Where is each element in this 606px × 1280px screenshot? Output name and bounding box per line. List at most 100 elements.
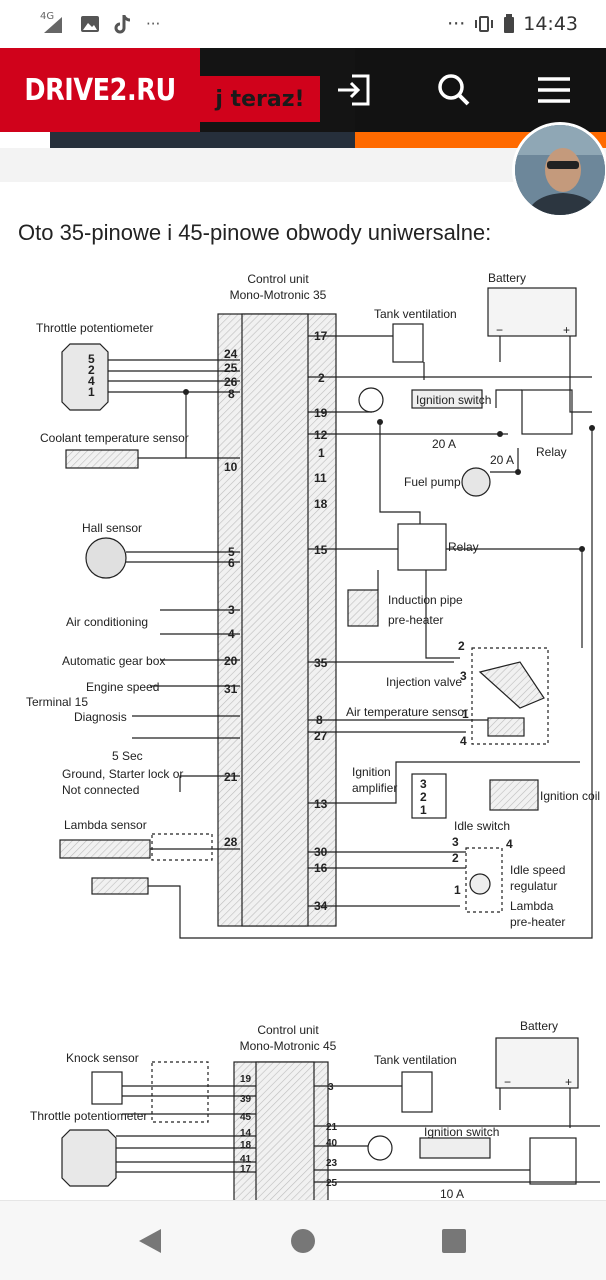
label-fuse-2: 20 A [490,453,514,467]
right-pin: 2 [318,371,325,385]
label-hall: Hall sensor [82,521,142,535]
post-intro-text: Oto 35-pinowe i 45-pinowe obwody uniwers… [18,220,492,245]
label-ignition-coil: Ignition coil [540,789,600,803]
battery-icon [504,14,515,33]
signal-icon: 4G [36,11,66,35]
more-status-icon: ··· [447,13,466,35]
label-autobox: Automatic gear box [62,654,165,668]
login-icon[interactable] [330,66,378,114]
left-pin: 24 [224,347,238,361]
left-pin: 28 [224,835,238,849]
label-idle-speed-1: Idle speed [510,863,565,877]
back-icon[interactable] [130,1223,170,1259]
battery2-plus: + [565,1075,572,1089]
label-throttle: Throttle potentiometer [36,321,153,335]
cu2-model: Mono-Motronic 45 [240,1039,337,1053]
cu-title: Control unit [247,272,309,286]
home-icon[interactable] [283,1223,323,1259]
left-pin: 26 [224,375,238,389]
right-pin: 19 [314,406,328,420]
label-ignition-switch: Ignition switch [416,393,491,407]
label-induction-1: Induction pipe [388,593,463,607]
tiktok-icon [114,15,131,34]
label-fuse-3: 10 A [440,1187,464,1200]
image-icon [81,16,99,32]
throttle-pin: 2 [88,363,95,377]
battery2-minus: − [504,1075,511,1089]
label-engine-speed: Engine speed [86,680,159,694]
right-pin-2: 23 [326,1158,338,1169]
right-pin-2: 21 [326,1122,338,1133]
left-pin-2: 18 [240,1140,252,1151]
right-pin: 34 [314,899,328,913]
battery-plus: + [563,323,570,337]
label-battery-2: Battery [520,1019,558,1033]
more-notifications-icon: ··· [146,15,161,33]
label-not-connected: Not connected [62,783,139,797]
right-pin-2: 40 [326,1138,338,1149]
label-relay-2: Relay [448,540,479,554]
label-throttle-2: Throttle potentiometer [30,1109,147,1123]
menu-icon[interactable] [530,66,578,114]
left-pin-2: 14 [240,1128,252,1139]
user-avatar[interactable] [512,122,606,218]
search-icon[interactable] [430,66,478,114]
label-fuel-pump: Fuel pump [404,475,461,489]
wiring-diagram-mono-motronic-35[interactable]: Control unit Mono-Motronic 35 Throttle p… [0,262,606,952]
wiring-diagram-mono-motronic-45[interactable]: Control unit Mono-Motronic 45 Knock sens… [0,1010,606,1200]
right-pin-2: 25 [326,1178,338,1189]
right-pin: 13 [314,797,328,811]
right-pin: 35 [314,656,328,670]
label-idle-switch: Idle switch [454,819,510,833]
amp-pin: 2 [420,790,427,804]
label-ign-amp-1: Ignition [352,765,391,779]
left-pin: 3 [228,603,235,617]
inj-pin: 4 [460,734,467,748]
label-ign-amp-2: amplifier [352,781,397,795]
right-pin: 12 [314,428,328,442]
label-air-temp: Air temperature sensor [346,705,468,719]
idle-pin: 4 [506,837,513,851]
ad-banner-cta[interactable]: j teraz! [200,76,320,122]
left-pin: 21 [224,770,238,784]
label-lambda-pre-2: pre-heater [510,915,565,929]
label-ground: Ground, Starter lock or [62,767,183,781]
label-tank: Tank ventilation [374,307,457,321]
inj-pin: 1 [462,707,469,721]
idle-pin: 2 [452,851,459,865]
right-pin: 17 [314,329,328,343]
right-pin-2: 3 [328,1082,334,1093]
label-tank-2: Tank ventilation [374,1053,457,1067]
site-logo[interactable]: DRIVE2.RU [0,48,200,132]
left-pin-2: 45 [240,1112,252,1123]
clock: 14:43 [523,13,578,35]
right-pin: 8 [316,713,323,727]
left-pin-2: 19 [240,1074,252,1085]
throttle-pin: 5 [88,352,95,366]
label-induction-2: pre-heater [388,613,443,627]
left-pin-2: 41 [240,1154,252,1165]
label-coolant: Coolant temperature sensor [40,431,189,445]
label-injection: Injection valve [386,675,462,689]
right-pin: 16 [314,861,328,875]
left-pin: 31 [224,682,238,696]
label-lambda-pre-1: Lambda [510,899,554,913]
header-spacer [0,148,606,182]
label-aircon: Air conditioning [66,615,148,629]
right-pin: 11 [314,471,327,485]
right-pin: 27 [314,729,328,743]
idle-pin: 3 [452,835,459,849]
left-pin-2: 39 [240,1094,252,1105]
left-pin: 5 [228,545,235,559]
label-fuse-1: 20 A [432,437,456,451]
left-pin: 20 [224,654,238,668]
recents-icon[interactable] [434,1223,474,1259]
left-pin: 4 [228,627,235,641]
inj-pin: 3 [460,669,467,683]
cu2-title: Control unit [257,1023,319,1037]
android-nav-bar [0,1200,606,1280]
status-bar: 4G ··· ··· 14:43 [0,0,606,48]
amp-pin: 3 [420,777,427,791]
label-knock: Knock sensor [66,1051,139,1065]
right-pin: 1 [318,446,325,460]
